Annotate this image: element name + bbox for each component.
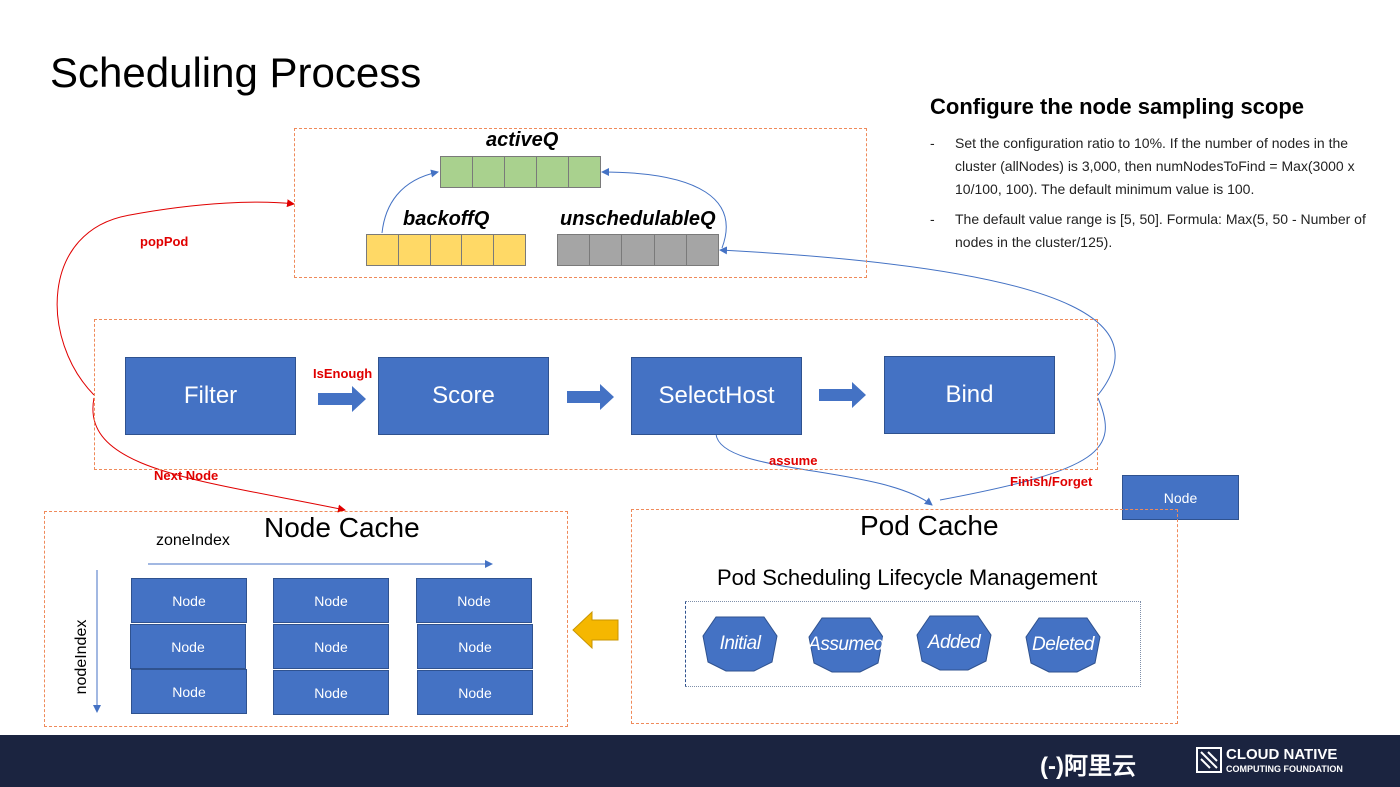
sampling-notes: - Set the configuration ratio to 10%. If… <box>930 132 1375 261</box>
node-cell: Node <box>416 578 532 623</box>
state-deleted-label: Deleted <box>1032 634 1095 655</box>
activeq-slot <box>537 157 569 187</box>
finish-forget-edge <box>939 397 1106 501</box>
octagon-shape <box>808 617 884 673</box>
unschedulableq-slot <box>590 235 623 265</box>
state-added-label: Added <box>927 632 981 653</box>
arrow-selecthost-bind <box>819 382 866 408</box>
arrow-score-selecthost <box>567 384 614 410</box>
state-assumed-label: Assumed <box>808 634 884 655</box>
unschedulableq-slot <box>558 235 591 265</box>
sampling-note-text: Set the configuration ratio to 10%. If t… <box>955 135 1355 197</box>
finish-forget-label: Finish/Forget <box>1010 474 1093 489</box>
octagon-shape <box>916 615 992 671</box>
filter-stage: Filter <box>125 357 296 435</box>
node-cell: Node <box>131 669 247 714</box>
unschedulableq-slot <box>686 235 719 265</box>
unschedulableq-slot <box>654 235 687 265</box>
backoffq-slot <box>367 235 399 265</box>
unschedulableq-slot <box>622 235 655 265</box>
footer-bar: (-)阿里云 CLOUD NATIVE COMPUTING FOUNDATION <box>0 735 1400 787</box>
backoffq-slot <box>398 235 431 265</box>
node-cell: Node <box>273 670 389 715</box>
cncf-line2: COMPUTING FOUNDATION <box>1226 764 1343 774</box>
state-initial: Initial <box>702 616 778 672</box>
backoffq-slot <box>494 235 525 265</box>
octagon-shape <box>1025 617 1101 673</box>
poppod-label: popPod <box>140 234 189 249</box>
node-cell: Node <box>273 578 389 623</box>
zone-axis-label: zoneIndex <box>156 532 230 549</box>
state-assumed: Assumed <box>808 617 884 673</box>
next-node-label: Next Node <box>154 468 219 483</box>
alibaba-cloud-logo: (-)阿里云 <box>1040 753 1136 780</box>
poppod-edge <box>56 199 295 396</box>
node-cell: Node <box>417 670 533 715</box>
node-axis-label: nodeIndex <box>73 619 90 695</box>
isenough-label: IsEnough <box>313 366 373 381</box>
state-deleted: Deleted <box>1025 617 1101 673</box>
unschedulable-to-active-edge <box>601 168 727 249</box>
page-title: Scheduling Process <box>50 49 422 96</box>
queue-box <box>294 128 867 278</box>
activeq-slot <box>569 157 600 187</box>
sampling-note: - The default value range is [5, 50]. Fo… <box>930 208 1375 254</box>
node-cell: Node <box>417 624 533 669</box>
selecthost-stage: SelectHost <box>631 357 802 435</box>
podcache-to-nodecache-arrow <box>572 610 619 650</box>
state-added: Added <box>916 615 992 671</box>
unschedulableq <box>557 234 719 266</box>
node-cell: Node <box>273 624 389 669</box>
arrow-filter-score <box>318 386 366 412</box>
pipeline-box <box>94 319 1098 470</box>
pipeline-to-unschedulable-edge <box>719 246 1116 396</box>
activeq-slot <box>505 157 537 187</box>
floating-node: Node <box>1122 475 1239 520</box>
activeq-label: activeQ <box>486 129 559 151</box>
state-initial-label: Initial <box>719 633 761 654</box>
backoffq <box>366 234 526 266</box>
activeq <box>440 156 601 188</box>
activeq-slot <box>473 157 505 187</box>
pod-cache-box <box>631 509 1178 724</box>
node-cache-title: Node Cache <box>264 512 420 543</box>
lifecycle-box <box>685 601 1141 687</box>
node-cell: Node <box>130 624 246 669</box>
cncf-icon <box>1196 747 1222 773</box>
unschedulableq-label: unschedulableQ <box>560 208 716 230</box>
activeq-slot <box>441 157 473 187</box>
octagon-shape <box>702 616 778 672</box>
backoffq-label: backoffQ <box>403 208 490 230</box>
sampling-note: - Set the configuration ratio to 10%. If… <box>930 132 1375 201</box>
bind-stage: Bind <box>884 356 1055 434</box>
bullet-mark: - <box>930 135 935 151</box>
bullet-mark: - <box>930 211 935 227</box>
pod-cache-title: Pod Cache <box>860 510 999 541</box>
assume-label: assume <box>769 453 818 468</box>
node-cache-box <box>44 511 568 727</box>
backoffq-slot <box>430 235 463 265</box>
node-cell: Node <box>131 578 247 623</box>
cncf-line1: CLOUD NATIVE <box>1226 746 1338 763</box>
backoff-to-active-edge <box>381 169 439 234</box>
score-stage: Score <box>378 357 549 435</box>
backoffq-slot <box>462 235 495 265</box>
pod-cache-subtitle: Pod Scheduling Lifecycle Management <box>717 565 1098 590</box>
sampling-note-text: The default value range is [5, 50]. Form… <box>955 211 1366 250</box>
sampling-heading: Configure the node sampling scope <box>930 94 1305 119</box>
